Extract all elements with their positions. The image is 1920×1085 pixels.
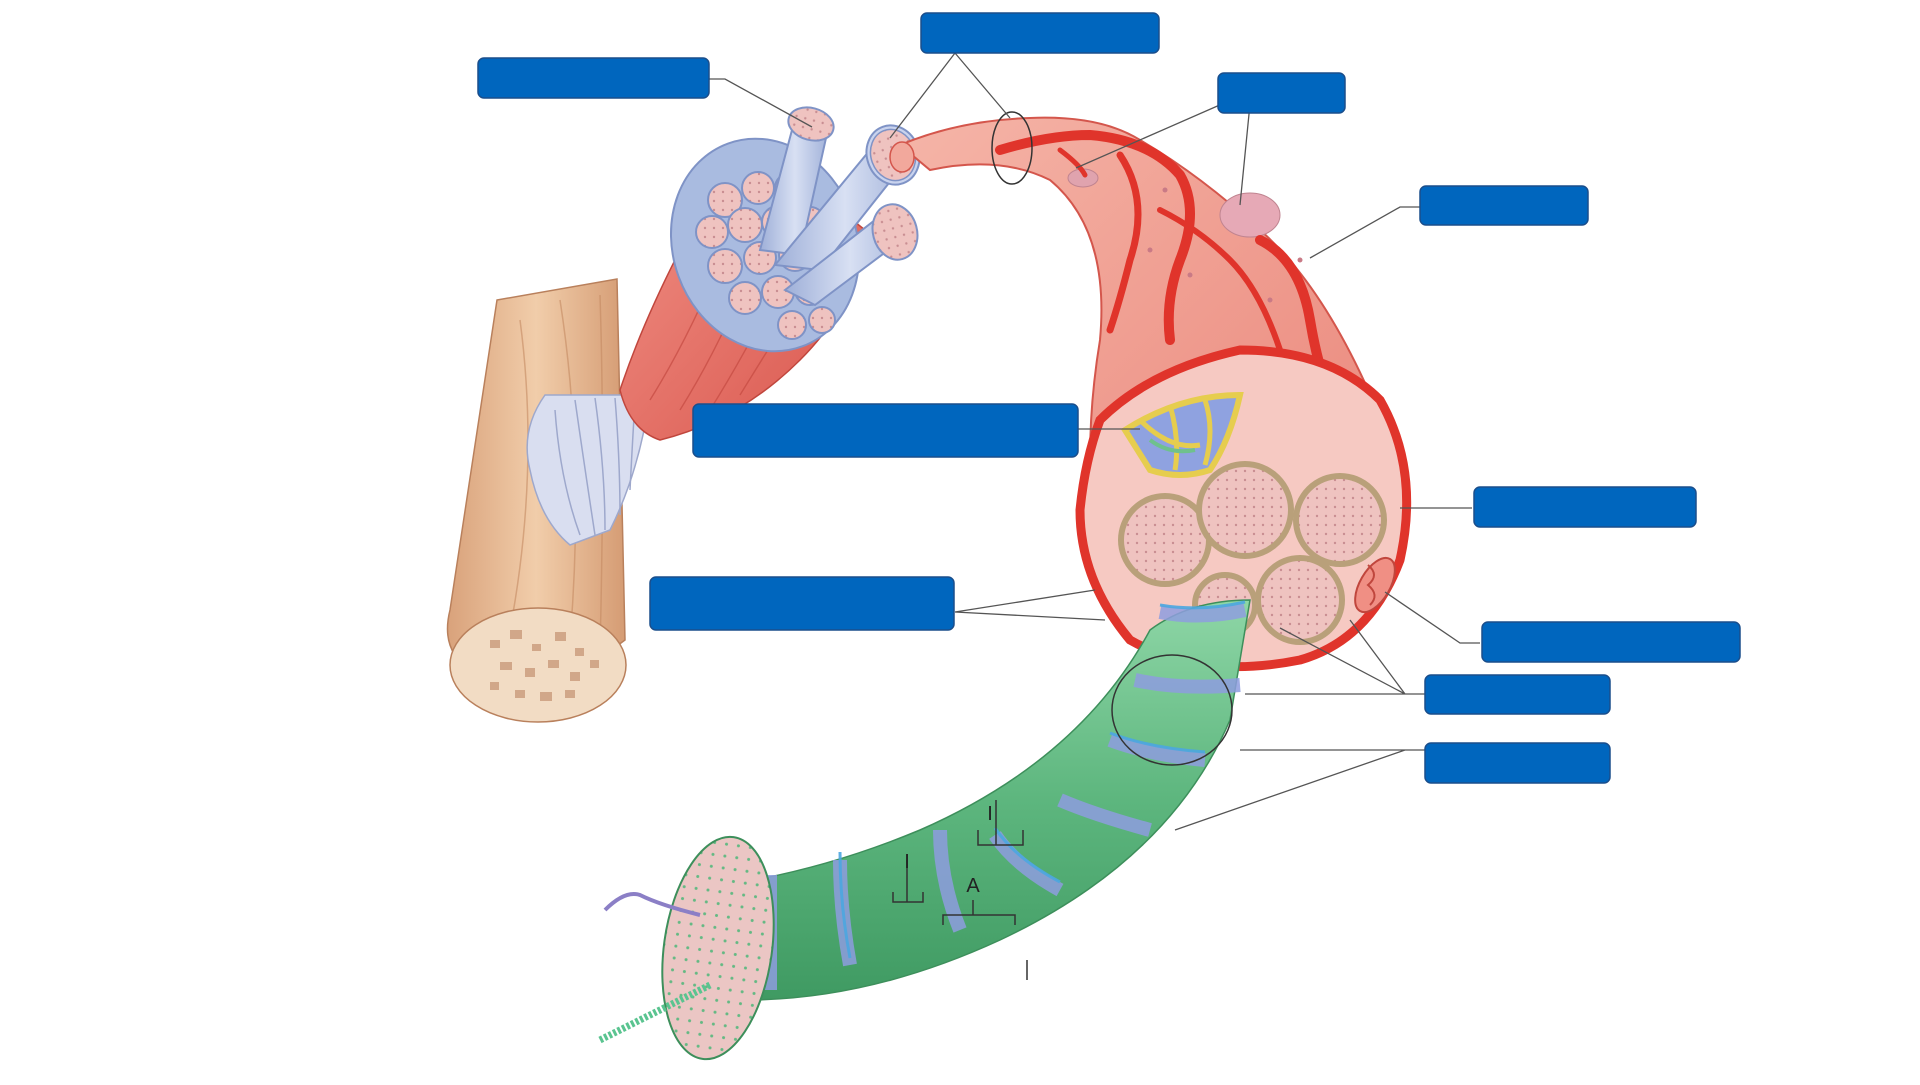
zoom-ring-myofibril [1111, 654, 1233, 766]
cell-membrane-label[interactable] [1473, 486, 1697, 528]
a-band-letter: A [966, 875, 980, 897]
sarcolemma-label[interactable] [1419, 185, 1589, 226]
mitochondrion [1354, 556, 1396, 614]
sarcoplasmic-reticulum [1120, 391, 1244, 478]
i-band-letter: I [987, 803, 993, 825]
sarcoplasmic-reticulum-label[interactable] [692, 403, 1079, 458]
fascicle [783, 203, 919, 307]
i-band-letter: I [904, 851, 910, 873]
muscle-fiber-top-label[interactable] [920, 12, 1160, 54]
label-boxes [477, 12, 1741, 784]
t-tubule-label[interactable] [649, 576, 955, 631]
fiber-cross-section [1075, 345, 1412, 672]
myofibril-bands-label[interactable] [1424, 742, 1611, 784]
myofibril-label[interactable] [1424, 674, 1611, 715]
mitochondrion-label[interactable] [1481, 621, 1741, 663]
leader-lines [708, 52, 1480, 831]
nucleus [1219, 192, 1281, 238]
myofibril [598, 599, 1251, 1061]
thin-filament [603, 892, 701, 917]
fascicle [758, 106, 835, 257]
thick-filament [598, 981, 712, 1044]
fascicle-label[interactable] [477, 57, 710, 99]
zoom-ring-fiber [991, 111, 1033, 185]
nucleus-label[interactable] [1217, 72, 1346, 114]
bone-cross-section [449, 607, 627, 723]
band-markers [892, 800, 1028, 980]
fiber-end-cap [889, 141, 915, 173]
tendon [526, 394, 651, 546]
myofibril-cut-end [661, 835, 775, 1061]
